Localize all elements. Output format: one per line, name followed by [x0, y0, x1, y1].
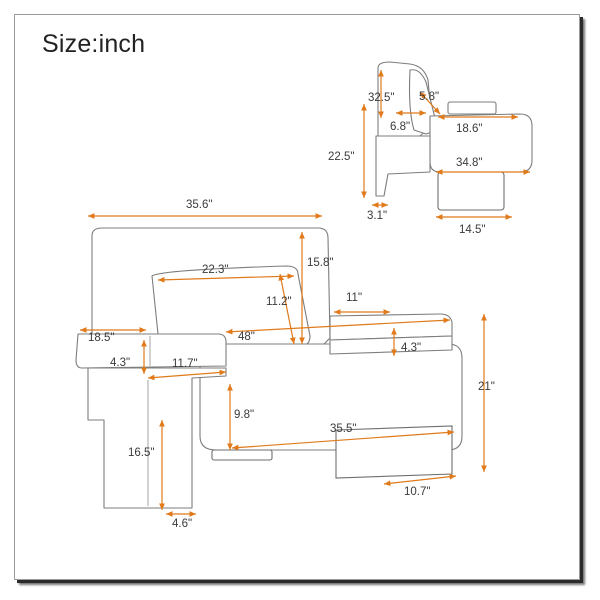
dim-overall-depth: 34.8": [456, 157, 482, 169]
dim-back-leg: 3.1": [367, 210, 387, 222]
dim-leg-height: 16.5": [128, 447, 154, 459]
dim-line-cushion-depth: [419, 91, 441, 115]
front-view-dimensions: 35.6" 22.3" 15.8" 11.2" 11" 18.5" 48" 4.…: [80, 199, 495, 530]
dim-cushion-depth: 5.8": [419, 91, 439, 103]
size-unit-title: Size:inch: [42, 30, 146, 58]
dim-leg-width-right: 10.7": [404, 486, 430, 498]
dim-line-seat-depth: [231, 429, 455, 451]
left-armrest-tray: [75, 333, 227, 369]
dim-seat-height: 22.5": [328, 151, 354, 163]
dim-leg-width-left: 4.6": [172, 518, 192, 530]
side-base: [375, 135, 431, 197]
dim-line-leg-width-right: [383, 473, 457, 487]
dim-seat-width: 48": [238, 331, 255, 343]
side-view-drawing: [375, 61, 533, 211]
dim-pillow-height: 11.2": [266, 296, 292, 308]
side-front-leg: [437, 171, 505, 211]
dim-back-offset: 6.8": [390, 121, 410, 133]
dim-arm-depth: 11": [346, 292, 362, 304]
side-view-dimensions: 32.5" 5.8" 6.8" 18.6" 22.5" 34.8" 3.1" 1…: [328, 70, 530, 236]
dim-seat-depth: 35.5": [330, 423, 356, 435]
dim-back-height: 32.5": [368, 92, 394, 104]
front-view-drawing: [75, 227, 463, 509]
left-armrest-base: [87, 367, 227, 509]
dim-line-pillow-width: [157, 273, 295, 283]
dim-overall-width: 35.6": [186, 199, 212, 211]
dim-overall-height: 21": [478, 381, 495, 393]
dim-front-leg-depth: 14.5": [459, 224, 485, 236]
dim-seat-thickness: 9.8": [234, 409, 254, 421]
dim-tray-depth: 18.5": [88, 332, 114, 344]
dim-line-arm-width: [147, 369, 227, 381]
center-foot: [211, 449, 273, 461]
dim-back-height-front: 15.8": [307, 257, 333, 269]
side-tray: [447, 101, 497, 115]
dim-arm-width: 11.7": [172, 358, 198, 370]
dim-pillow-width: 22.3": [202, 264, 228, 276]
dim-tray-width: 4.3": [110, 357, 130, 369]
dim-arm-height-right: 4.3": [401, 342, 421, 354]
seat-cushion: [199, 343, 463, 451]
side-armrest: [429, 113, 533, 173]
dim-armrest-width: 18.6": [456, 123, 482, 135]
dim-line-seat-width: [225, 317, 451, 335]
right-armrest-front: [329, 335, 453, 355]
